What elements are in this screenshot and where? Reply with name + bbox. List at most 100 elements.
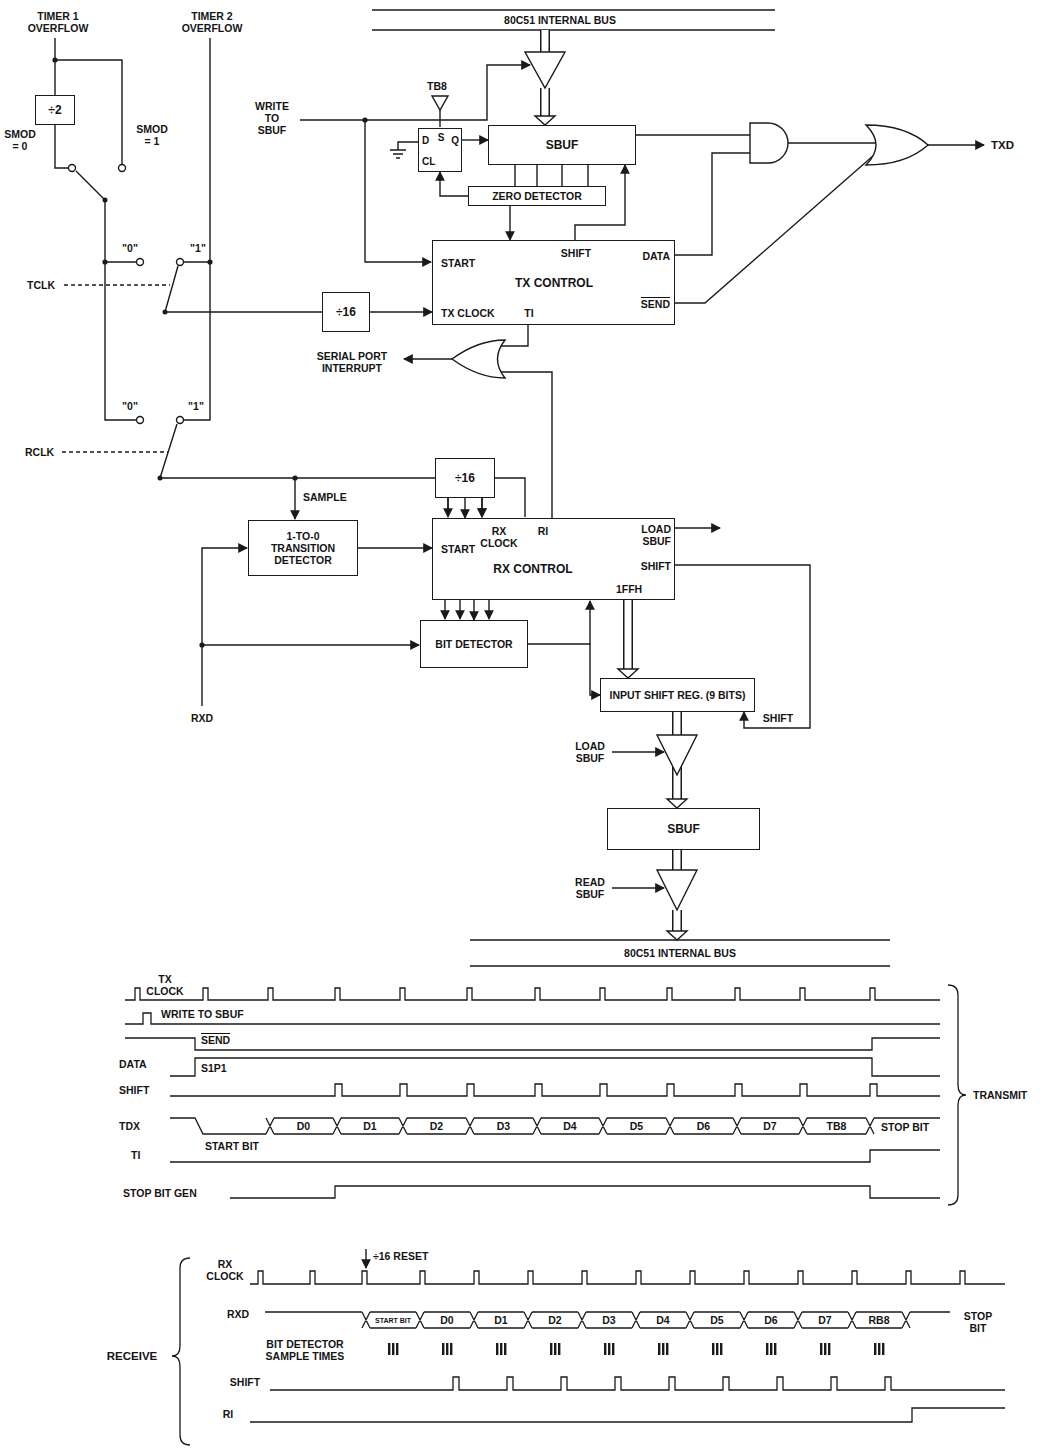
sample-mark [662, 1343, 664, 1355]
block-label: SHIFT [561, 247, 591, 259]
signal-label: "0" [121, 400, 139, 412]
signal-label: TDX [118, 1120, 141, 1132]
parallel-wire [515, 165, 588, 186]
connector [528, 644, 600, 695]
waveform [250, 1408, 1005, 1422]
interrupt-wire [404, 358, 452, 359]
connector-line [473, 600, 474, 620]
signal-label: SHIFT [762, 712, 794, 724]
block-label: SBUF [667, 823, 700, 835]
block-label: S [438, 132, 445, 144]
rxd-wire [202, 644, 419, 645]
bit-cell-label: D2 [429, 1120, 444, 1132]
junction-dot [199, 642, 204, 647]
signal-label: RX CLOCK [204, 1258, 246, 1282]
bus-arrow-fill [625, 600, 632, 669]
switch-pivot [103, 198, 108, 203]
sample-mark [396, 1343, 398, 1355]
reset-arrow [365, 1249, 366, 1268]
connector [370, 312, 432, 313]
block-label: RX CONTROL [493, 563, 572, 575]
tristate-buffer [657, 735, 697, 775]
bit-cell-label: D4 [562, 1120, 577, 1132]
sample-wire [459, 600, 460, 619]
signal-label: TCLK [26, 279, 56, 291]
bit-cell-label: D2 [547, 1314, 562, 1326]
block-label: Q [451, 135, 459, 147]
connector [537, 165, 538, 186]
txd-wire [928, 144, 984, 145]
bus-arrow-head [535, 116, 555, 125]
sample-mark [504, 1343, 506, 1355]
block-label: ZERO DETECTOR [492, 190, 582, 202]
sample-mark [666, 1343, 668, 1355]
block-label: SEND [641, 298, 670, 310]
bit-cell-label: D7 [762, 1120, 777, 1132]
flip-flop: DSQCL [418, 128, 462, 172]
bit-cell-label: TB8 [826, 1120, 848, 1132]
bus-arrow-head [667, 931, 687, 940]
switch-terminal [119, 165, 126, 172]
bit-cell-label: D3 [496, 1120, 511, 1132]
signal-label: STOP BIT GEN [122, 1187, 198, 1199]
sample-wire [294, 478, 295, 519]
divider-box: ÷16 [435, 458, 495, 498]
signal-label: SEND [200, 1034, 231, 1046]
junction-dot [102, 259, 107, 264]
waveform [250, 1271, 1005, 1284]
switch-control-dashed [62, 285, 170, 452]
control-block: STARTRX CLOCKRIRX CONTROLLOAD SBUFSHIFT1… [432, 518, 675, 600]
signal-label: SERIAL PORT INTERRUPT [315, 350, 389, 374]
sample-mark [882, 1343, 884, 1355]
bit-cell-label: D6 [696, 1120, 711, 1132]
bus-arrow-outline [545, 30, 677, 931]
signal-label: "1" [187, 400, 205, 412]
block-label: TX CONTROL [515, 277, 593, 289]
sample-mark [388, 1343, 390, 1355]
sample-mark [550, 1343, 552, 1355]
waveform [172, 1258, 190, 1445]
internal-bus [470, 940, 890, 966]
block-label: START [441, 257, 475, 269]
connector-line [462, 139, 488, 140]
tristate-buffer [432, 96, 448, 110]
tristate-buffer [525, 52, 565, 88]
pin-name: TXD [990, 139, 1015, 151]
connector-line [464, 498, 465, 518]
signal-label: TB8 [426, 80, 448, 92]
block-label: INPUT SHIFT REG. (9 BITS) [608, 689, 748, 701]
bit-cell-label: D3 [601, 1314, 616, 1326]
switch-pivot [163, 310, 168, 315]
junction-dot [292, 475, 297, 480]
signal-label: SAMPLE [302, 491, 348, 503]
bit-cell-label: D1 [362, 1120, 377, 1132]
bit-cell-label: D7 [817, 1314, 832, 1326]
connector-line [509, 206, 510, 240]
bracket-label: RECEIVE [106, 1350, 159, 1362]
sample-mark [450, 1343, 452, 1355]
register-box: INPUT SHIFT REG. (9 BITS) [600, 678, 755, 712]
sample-mark [766, 1343, 768, 1355]
block-label: RI [538, 525, 549, 537]
bus-label: 80C51 INTERNAL BUS [503, 14, 617, 26]
sample-mark [496, 1343, 498, 1355]
detector-box: ZERO DETECTOR [468, 186, 606, 206]
bit-cell-label: D5 [709, 1314, 724, 1326]
block-label: ÷16 [455, 472, 475, 484]
sample-mark [658, 1343, 660, 1355]
wires [55, 10, 984, 1268]
junction-dot [52, 57, 57, 62]
sample-wire [488, 600, 489, 619]
block-label: CL [422, 156, 435, 168]
bit-cell-label: RB8 [867, 1314, 890, 1326]
signal-label: "0" [121, 242, 139, 254]
sample-mark [878, 1343, 880, 1355]
signal-label: TIMER 2 OVERFLOW [176, 10, 248, 34]
waveform [125, 1038, 940, 1050]
block-label: SBUF [546, 139, 579, 151]
bit-cell-label: D4 [655, 1314, 670, 1326]
sample-mark [558, 1343, 560, 1355]
block-label: 1-TO-0 TRANSITION DETECTOR [255, 530, 351, 566]
